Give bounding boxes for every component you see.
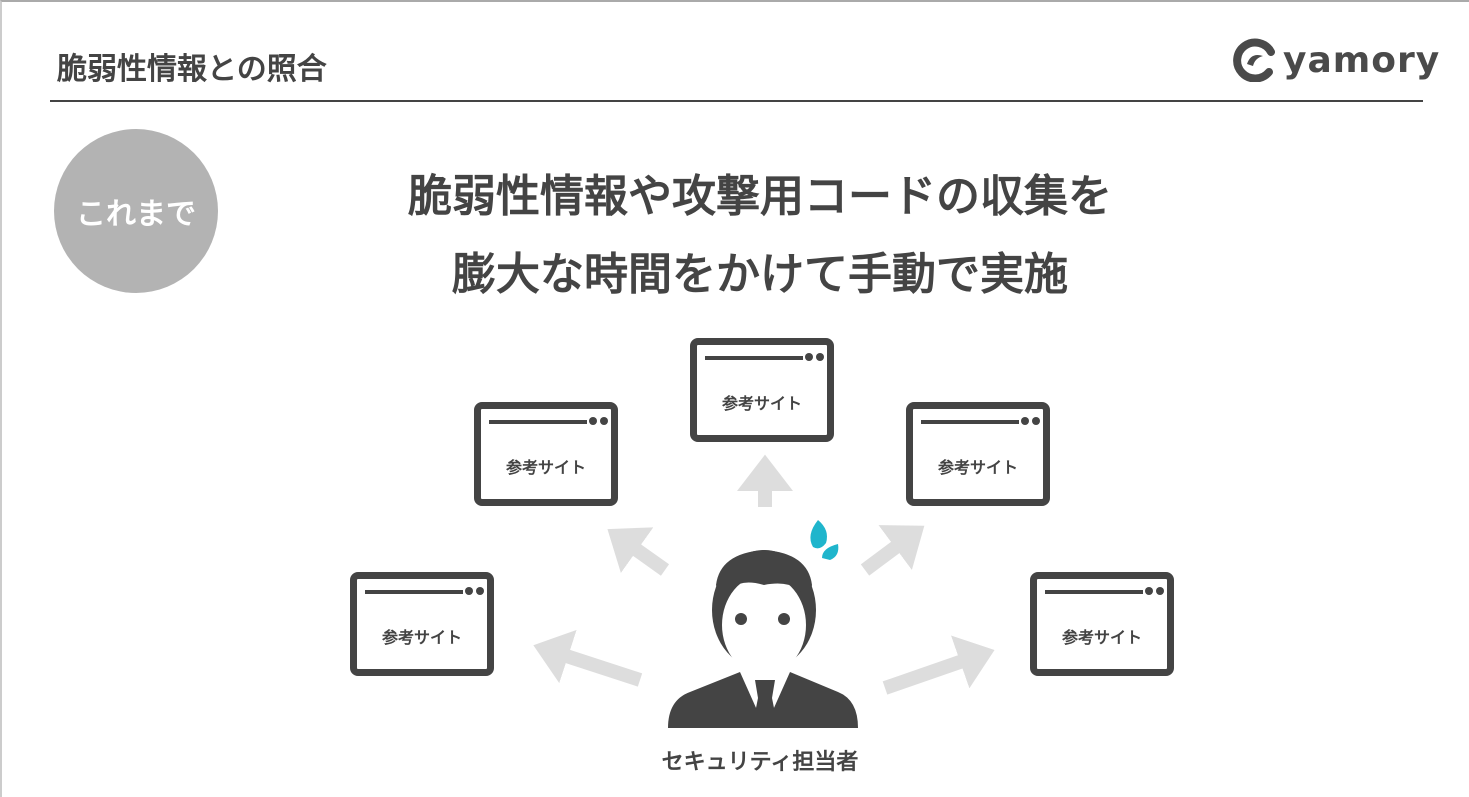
headline-line2: 膨大な時間をかけて手動で実施	[452, 249, 1068, 300]
reference-site-lower-right: 参考サイト	[1030, 572, 1174, 676]
header-divider	[50, 100, 1423, 102]
badge-label: これまで	[76, 197, 196, 232]
before-badge: これまで	[54, 129, 218, 293]
yamory-logo: yamory	[1233, 38, 1440, 82]
site-label: 参考サイト	[381, 628, 462, 647]
reference-site-lower-left: 参考サイト	[350, 572, 494, 676]
site-label: 参考サイト	[505, 458, 586, 477]
worried-person-icon	[668, 520, 858, 728]
arrow-lower-left	[533, 629, 643, 687]
slide-title: 脆弱性情報との照合	[57, 52, 327, 87]
logo-text: yamory	[1283, 39, 1441, 81]
reference-site-upper-left: 参考サイト	[474, 402, 618, 506]
site-label: 参考サイト	[937, 458, 1018, 477]
arrow-upper-right	[860, 525, 925, 576]
headline-line1: 脆弱性情報や攻撃用コードの収集を	[408, 171, 1112, 222]
site-label: 参考サイト	[1061, 628, 1142, 647]
person-label: セキュリティ担当者	[661, 750, 859, 775]
arrow-lower-right	[882, 635, 995, 695]
arrow-upper-left	[607, 527, 670, 576]
reference-site-top: 参考サイト	[690, 338, 834, 442]
site-label: 参考サイト	[721, 394, 802, 413]
yamory-logo-icon	[1233, 38, 1275, 82]
sweat-drop-icon	[810, 520, 827, 549]
reference-site-upper-right: 参考サイト	[906, 402, 1050, 506]
